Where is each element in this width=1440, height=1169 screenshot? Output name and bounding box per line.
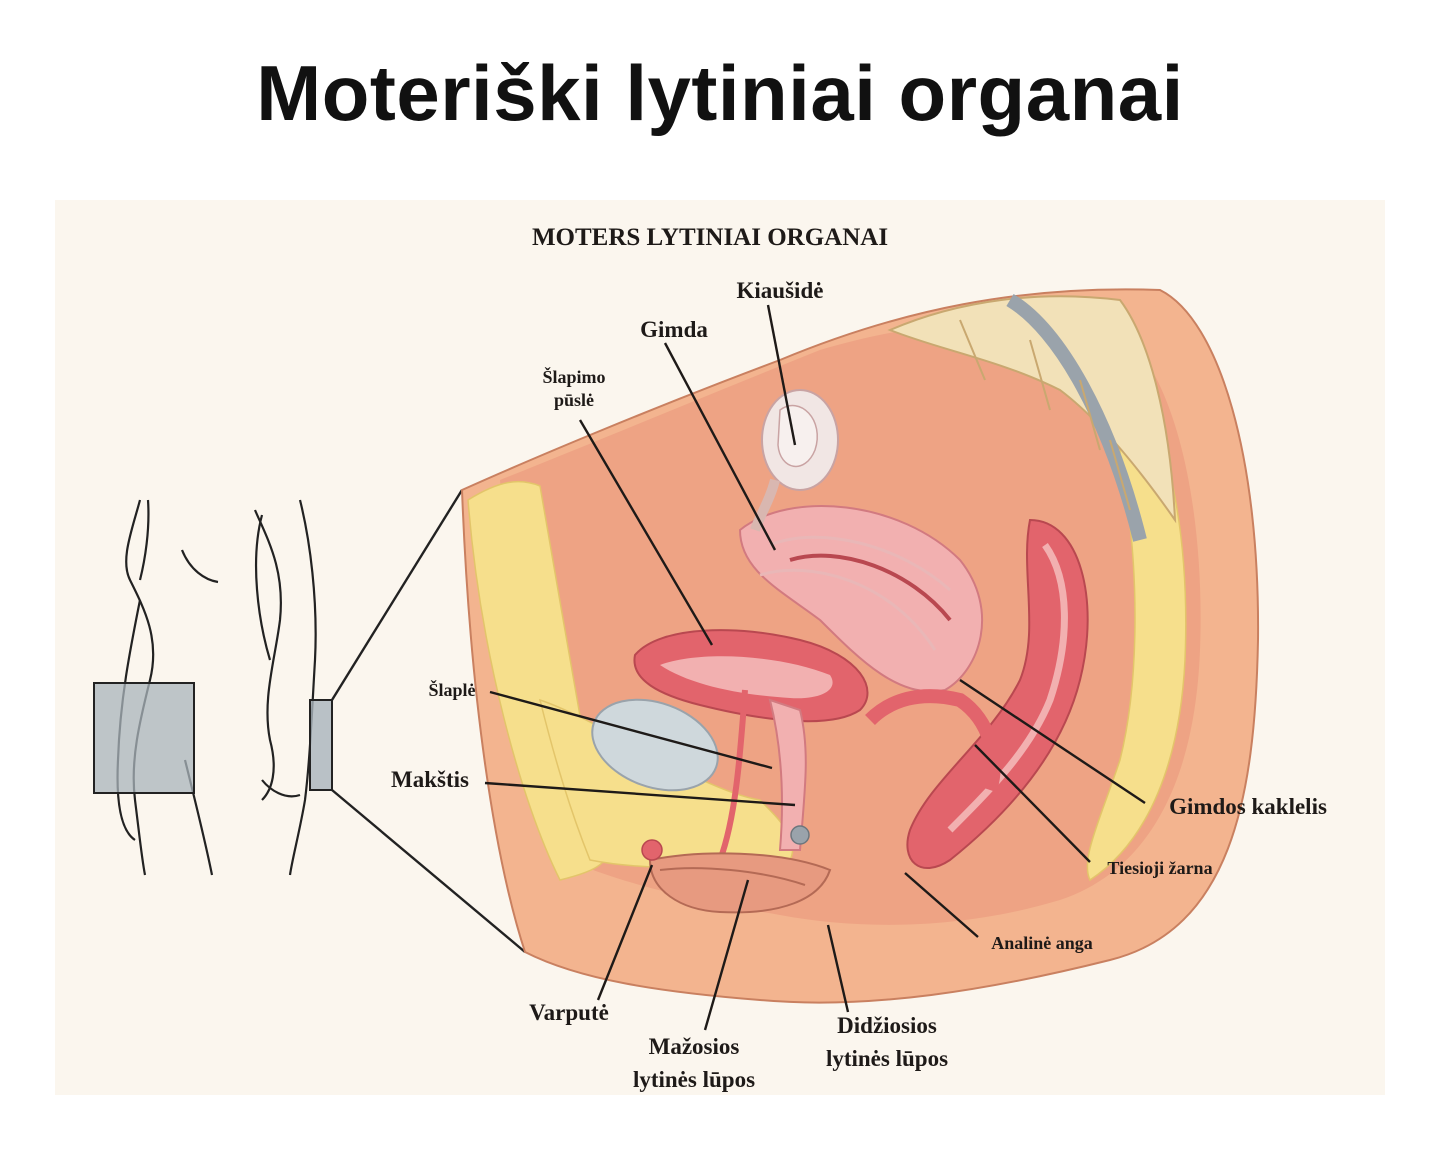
bladder-lumen bbox=[660, 656, 833, 699]
label-gimdos-kaklelis: Gimdos kaklelis bbox=[1169, 794, 1327, 819]
figure-title: MOTERS LYTINIAI ORGANAI bbox=[532, 224, 888, 251]
pubic-bone bbox=[591, 698, 719, 792]
label-didziosios-line1: Didžiosios bbox=[837, 1013, 937, 1038]
label-kiausides: Kiaušidė bbox=[737, 278, 824, 303]
label-slaple: Šlaplė bbox=[428, 679, 475, 700]
zoom-box-right bbox=[309, 699, 333, 791]
cross-section bbox=[460, 288, 1260, 1004]
leader-lines bbox=[484, 304, 1146, 1031]
label-didziosios-line2: lytinės lūpos bbox=[826, 1046, 948, 1071]
label-tiesioji-zarna: Tiesioji žarna bbox=[1107, 858, 1212, 878]
zoom-line-bottom bbox=[331, 789, 526, 953]
label-analine-anga: Analinė anga bbox=[991, 933, 1093, 953]
clitoris bbox=[790, 825, 810, 845]
uterus bbox=[738, 505, 984, 693]
label-slapimo-line2: pūslė bbox=[554, 390, 594, 410]
label-gimda: Gimda bbox=[640, 317, 708, 342]
label-mazosios-line2: lytinės lūpos bbox=[633, 1067, 755, 1092]
zoom-line-top bbox=[330, 489, 464, 701]
rectum bbox=[906, 518, 1089, 870]
page-title: Moteriški lytiniai organai bbox=[256, 49, 1184, 137]
label-varpute: Varputė bbox=[529, 1000, 609, 1025]
zoom-box-left bbox=[93, 682, 195, 794]
label-slapimo-line1: Šlapimo bbox=[542, 366, 605, 387]
urethra bbox=[717, 689, 748, 862]
rectum-fold bbox=[865, 689, 1001, 793]
vagina bbox=[768, 698, 807, 851]
label-makstis: Makštis bbox=[391, 767, 469, 792]
sacrum bbox=[887, 295, 1177, 524]
label-mazosios-line1: Mažosios bbox=[649, 1034, 740, 1059]
uterine-cavity bbox=[789, 553, 952, 622]
